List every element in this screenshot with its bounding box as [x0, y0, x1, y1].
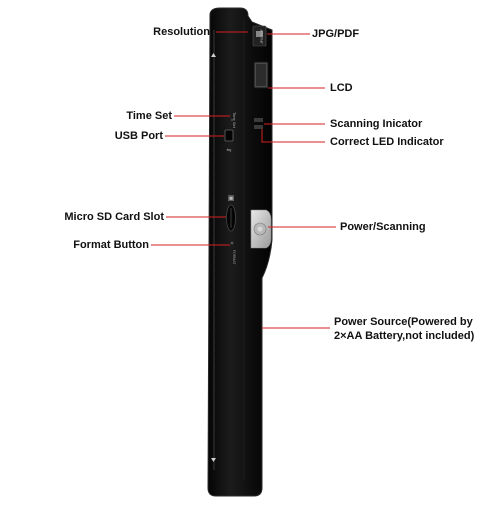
leader-lines	[151, 31, 336, 329]
format-device-text: FORMAT	[232, 250, 236, 265]
switch-text: JPG PDF	[260, 29, 264, 44]
time-set-hole	[230, 118, 234, 122]
callout-lcd: LCD	[330, 82, 353, 94]
scanning-led	[254, 118, 263, 122]
correct-led	[254, 125, 263, 129]
callout-usb-port: USB Port	[114, 130, 163, 142]
scanner-body	[207, 7, 273, 497]
usb-icon: ⇋	[226, 147, 231, 154]
power-button-logo-center	[257, 226, 263, 232]
callout-scanning-indicator: Scanning Inicator	[330, 118, 423, 130]
callout-format-button: Format Button	[73, 239, 149, 251]
time-set-device-text: Time Set	[232, 112, 237, 129]
callout-jpg-pdf: JPG/PDF	[312, 28, 360, 40]
leader-correct-led	[261, 129, 325, 143]
top-arrow-icon	[211, 53, 216, 57]
sd-card-icon: ▣	[228, 195, 235, 202]
jpg-pdf-switch-knob	[256, 31, 263, 37]
format-button-hole	[230, 241, 234, 245]
callout-time-set: Time Set	[126, 110, 172, 122]
lcd-glass	[256, 64, 266, 86]
usb-port	[224, 129, 234, 142]
callout-power-source-line1: Power Source(Powered by	[334, 316, 473, 328]
bottom-arrow-icon	[211, 458, 216, 462]
callout-correct-led: Correct LED Indicator	[330, 136, 444, 148]
callout-micro-sd: Micro SD Card Slot	[64, 211, 164, 223]
callout-power-source-line2: 2×AA Battery,not included)	[334, 330, 475, 342]
callout-power-scanning: Power/Scanning	[340, 221, 426, 233]
callout-resolution: Resolution	[153, 26, 210, 38]
